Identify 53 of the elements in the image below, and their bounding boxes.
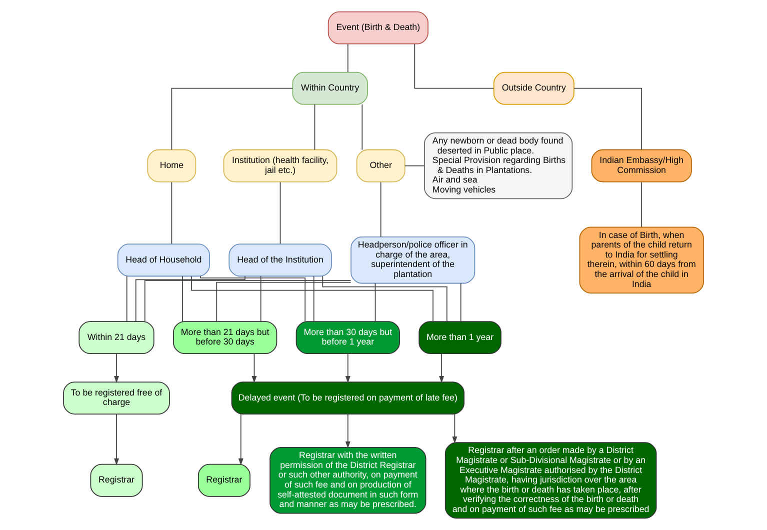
- connector: [171, 88, 293, 150]
- connector: [313, 276, 314, 322]
- connector: [260, 276, 262, 322]
- connector: [126, 276, 128, 322]
- arrow: [252, 353, 257, 384]
- connector: [144, 280, 352, 322]
- arrow: [439, 353, 444, 384]
- node-box: Headperson/police officer in charge of the area, superintendent of the plantation: [350, 236, 476, 284]
- node-box: Other: [356, 149, 406, 182]
- node-box: Any newborn or dead body found deserted in Public place. Special Provision regarding Births & Deaths in Plantations. Air and sea Moving vehicles: [424, 132, 573, 200]
- node-box: Within 21 days: [78, 321, 154, 354]
- connector: [216, 282, 352, 322]
- connector: [200, 276, 306, 322]
- node-box: Indian Embassy/High Commission: [591, 149, 692, 182]
- connector: [171, 182, 172, 244]
- node-box: Head of Household: [117, 244, 210, 277]
- connector: [322, 276, 448, 322]
- node-box: Outside Country: [493, 72, 574, 105]
- connector: [374, 282, 376, 322]
- connector: [641, 182, 642, 228]
- connector: [404, 165, 425, 166]
- node-box: Registrar with the written permission of the District Registrar or such other authority, on payment of such fee and on production of self-attested document in such form and manner as may be prescribed.: [270, 447, 426, 514]
- node-box: Within Country: [292, 72, 368, 105]
- connector: [362, 104, 363, 150]
- connector: [414, 44, 494, 89]
- node-box: Event (Birth & Death): [328, 11, 428, 44]
- connector: [314, 104, 316, 150]
- arrow: [452, 414, 458, 444]
- connector: [347, 44, 348, 73]
- arrow: [345, 353, 350, 384]
- node-box: More than 1 year: [418, 321, 502, 354]
- node-box: More than 30 days but before 1 year: [296, 321, 400, 354]
- node-box: In case of Birth, when parents of the child return to India for settling therein, within 60 days from the arrival of the child in India: [579, 226, 704, 294]
- arrow: [238, 414, 244, 466]
- connector: [380, 182, 382, 238]
- node-box: Head of the Institution: [228, 244, 332, 277]
- node-box: Institution (health facility, jail etc.): [223, 149, 338, 182]
- node-box: Delayed event (To be registered on payment of late fee): [231, 382, 464, 415]
- connector: [460, 282, 462, 322]
- node-box: Home: [147, 149, 196, 182]
- node-box: To be registered free of charge: [63, 382, 170, 415]
- node-box: Registrar after an order made by a District Magistrate or Sub-Divisional Magistrate or by an Executive Magistrate authorised by the District Magistrate, having jurisdiction over the area where the birth or death has taken place, after verifying the correctness of the birth or death and on payment of such fee as may be prescribed: [444, 442, 657, 519]
- connector: [182, 276, 183, 322]
- arrow: [114, 414, 119, 466]
- arrow: [114, 353, 119, 384]
- arrow: [345, 414, 350, 448]
- connector: [135, 276, 246, 322]
- connector: [191, 276, 434, 322]
- connector: [574, 88, 642, 150]
- node-box: More than 21 days but before 30 days: [173, 321, 278, 354]
- node-box: Registrar: [90, 464, 143, 497]
- connector: [280, 182, 281, 244]
- node-box: Registrar: [198, 464, 250, 497]
